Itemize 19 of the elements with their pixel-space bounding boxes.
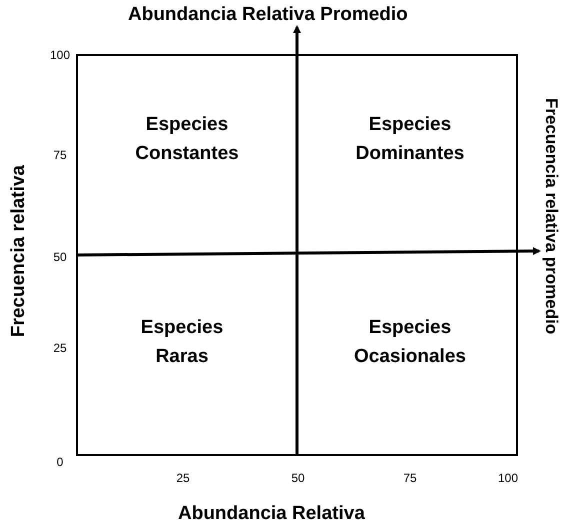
quadrant-label: Especies Dominantes <box>330 110 490 168</box>
axis-title: Frecuencia relativa <box>8 165 30 338</box>
arrow <box>76 247 541 256</box>
tick-label: 0 <box>56 455 64 469</box>
tick-label: 25 <box>53 341 67 355</box>
tick-label: 100 <box>498 471 518 485</box>
axis-title: Abundancia Relativa <box>178 503 365 525</box>
quadrant-label: Especies Constantes <box>107 110 267 168</box>
tick-label: 50 <box>53 250 67 264</box>
tick-label: 50 <box>291 471 305 485</box>
tick-label: 100 <box>50 48 70 62</box>
axis-mean-label: Frecuencia relativa promedio <box>541 98 561 334</box>
tick-label: 75 <box>403 471 417 485</box>
axis-mean-label: Abundancia Relativa Promedio <box>128 4 408 26</box>
arrow <box>293 25 301 455</box>
tick-label: 25 <box>176 471 190 485</box>
quadrant-label: Especies Ocasionales <box>320 313 500 371</box>
quadrant-label: Especies Raras <box>132 313 232 371</box>
tick-label: 75 <box>53 148 67 162</box>
